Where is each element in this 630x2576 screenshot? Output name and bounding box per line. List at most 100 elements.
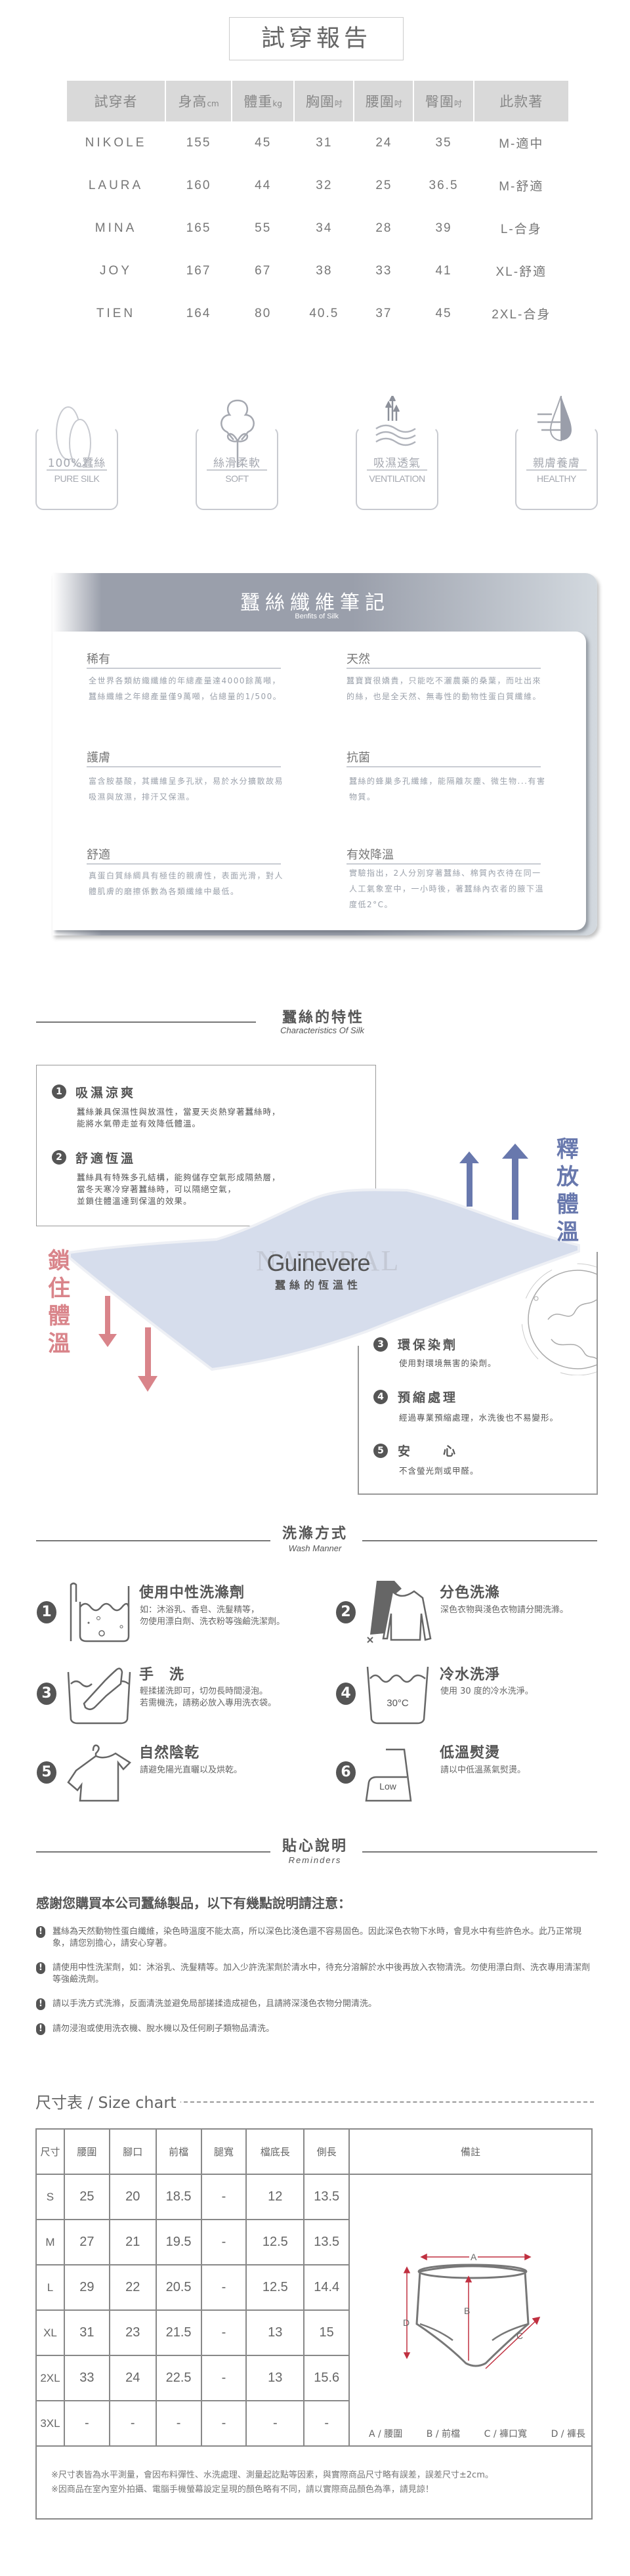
globe-icon: [522, 1263, 597, 1375]
characteristic-heading: 安 心: [398, 1444, 459, 1459]
size-cell: 29: [63, 2264, 110, 2311]
detergent-basin-icon: [70, 1582, 130, 1642]
size-column-header: 側長: [303, 2128, 350, 2175]
report-cell: 36.5: [429, 178, 459, 192]
report-title: 試穿報告: [229, 17, 404, 60]
hand-wash-icon: [67, 1667, 131, 1725]
size-cell: -: [108, 2400, 157, 2447]
warning-icon: !: [36, 1926, 45, 1938]
number-badge: 4: [373, 1390, 388, 1404]
characteristic-text: 經過專業預縮處理，水洗後也不易變形。: [399, 1413, 559, 1423]
report-column-header: 腰圍吋: [354, 81, 413, 121]
box-2-bottom-border: [358, 1493, 598, 1495]
report-cell: 41: [435, 263, 452, 278]
feature-label-en: VENTILATION: [369, 473, 425, 484]
separate-colors-icon: [367, 1581, 432, 1643]
feature-box: [515, 427, 598, 510]
release-heat-arrows: [459, 1144, 528, 1220]
size-cell: 18.5: [155, 2174, 202, 2220]
size-cell: -: [303, 2400, 350, 2447]
report-cell: 24: [375, 135, 392, 150]
step-number: 6: [336, 1761, 356, 1784]
size-cell: 21.5: [155, 2309, 202, 2356]
note-heading: 稀有: [87, 650, 281, 669]
report-cell: 165: [186, 221, 211, 235]
report-column-header: 此款著: [474, 81, 568, 121]
lock-heat-arrows: [98, 1296, 158, 1392]
temperature-label: 30°C: [387, 1698, 409, 1709]
iron-icon: [365, 1748, 412, 1802]
notes-subtitle: Benfits of Silk: [295, 612, 339, 620]
notes-card: [52, 632, 586, 930]
size-cell: 22: [108, 2264, 157, 2311]
wash-step-heading: 低溫熨燙: [440, 1745, 501, 1761]
reminder-text: 請勿浸泡或使用洗衣機、脫水機以及任何刷子類物品清洗。: [52, 2024, 275, 2034]
legend-item: A / 腰圍: [369, 2429, 403, 2439]
characteristic-heading: 吸濕涼爽: [75, 1086, 136, 1100]
size-column-header: 檔底長: [245, 2128, 305, 2175]
divider: [36, 1021, 256, 1023]
size-cell: 20: [108, 2174, 157, 2220]
silk-sheet-illustration: [68, 1144, 580, 1392]
divider: [367, 469, 427, 471]
unit-label: cm: [207, 99, 219, 108]
size-cell: -: [200, 2400, 247, 2447]
number-badge: 1: [52, 1084, 66, 1099]
release-heat-label: 釋放體溫: [556, 1136, 579, 1245]
size-column-header: 腿寬: [200, 2128, 247, 2175]
feature-label-cn: 吸濕透氣: [373, 457, 421, 470]
report-column-header: 臀圍吋: [414, 81, 473, 121]
report-cell: 44: [255, 178, 272, 192]
characteristic-heading: 舒適恆溫: [75, 1151, 136, 1166]
reminder-text: 請使用中性洗潔劑，如：沐浴乳、洗髮精等。加入少許洗潔劑於清水中，待充分溶解於水中…: [52, 1963, 591, 1985]
note-text: 真蛋白質絲綢具有極佳的親膚性，表面光滑，對人體肌膚的磨擦係數為各類纖維中最低。: [89, 871, 284, 896]
unit-label: 吋: [394, 99, 402, 108]
report-cell: 28: [375, 221, 392, 235]
size-cell: 21: [108, 2219, 157, 2265]
report-cell: 55: [255, 221, 272, 235]
report-cell: 2XL-合身: [492, 308, 551, 322]
airflow-icon: [375, 396, 416, 446]
size-cell: 22.5: [155, 2355, 202, 2401]
size-label: 2XL: [35, 2355, 65, 2401]
note-text: 蠶寶寶很嬌貴，只能吃不灑農藥的桑葉，而吐出來的絲，也是全天然、無毒性的動物性蛋白…: [346, 676, 542, 701]
size-cell: -: [63, 2400, 110, 2447]
legend-item: B / 前檔: [426, 2429, 461, 2439]
note-text: 實驗指出，2人分別穿著蠶絲、棉質內衣待在同一人工氣象室中，一小時後，著蠶絲內衣者…: [349, 869, 545, 909]
report-column-header: 體重kg: [232, 81, 294, 121]
wash-step-text: 如：沐浴乳、香皂、洗髮精等， 勿使用漂白劑、洗衣粉等強鹼洗潔劑。: [140, 1605, 285, 1627]
box-2-right-border: [597, 1252, 598, 1495]
report-cell: XL-舒適: [495, 265, 547, 279]
size-cell: -: [200, 2264, 247, 2311]
size-cell: -: [200, 2174, 247, 2220]
report-cell: 155: [186, 135, 211, 150]
report-cell: M-舒適: [499, 180, 544, 194]
divider: [47, 469, 107, 471]
report-cell: M-適中: [499, 137, 544, 151]
size-cell: -: [200, 2355, 247, 2401]
brand-caption: 蠶絲的恆溫性: [274, 1279, 362, 1291]
report-cell: 34: [316, 221, 333, 235]
report-column-header: 胸圍吋: [295, 81, 354, 121]
size-cell: 25: [63, 2174, 110, 2220]
report-cell: 45: [255, 135, 272, 150]
note-heading: 舒適: [87, 846, 281, 865]
report-cell: 40.5: [309, 306, 339, 320]
report-cell: 160: [186, 178, 211, 192]
low-heat-label: Low: [379, 1781, 396, 1792]
report-cell: 31: [316, 135, 333, 150]
wash-subtitle: Wash Manner: [288, 1543, 342, 1553]
size-cell: 12.5: [245, 2264, 305, 2311]
lock-heat-label: 鎖住體溫: [48, 1248, 70, 1357]
report-cell: 67: [255, 263, 272, 278]
characteristic-text: 蠶絲具有特殊多孔結構，能夠儲存空氣形成隔熱層， 當冬天寒冷穿著蠶絲時，可以隔絕空…: [77, 1172, 281, 1206]
silk-sheet: [68, 1188, 580, 1371]
wash-step-heading: 自然陰乾: [139, 1745, 200, 1761]
